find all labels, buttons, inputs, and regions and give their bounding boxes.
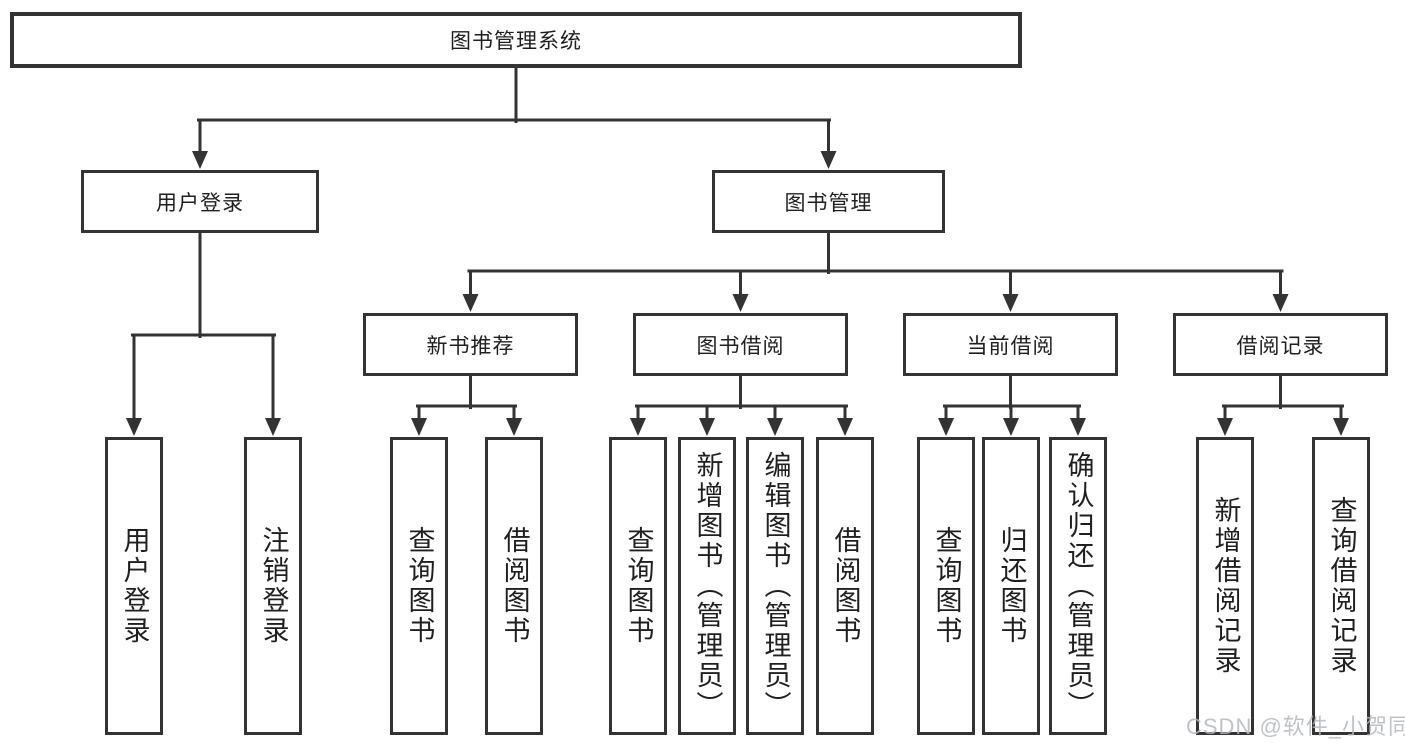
csdn-watermark: CSDN @软件_小贺同学 bbox=[1186, 714, 1405, 739]
leaf-add-book-admin: 新增图书（管理员） bbox=[678, 437, 736, 735]
leaf-query-books-recommend: 查询图书 bbox=[390, 437, 448, 735]
connector-root-to-level2 bbox=[192, 64, 837, 169]
node-book-management: 图书管理 bbox=[712, 170, 945, 233]
node-current-borrow: 当前借阅 bbox=[903, 313, 1118, 376]
connector-book-borrow-to-leaves bbox=[630, 374, 853, 436]
leaf-query-borrow-record: 查询借阅记录 bbox=[1312, 437, 1370, 735]
node-root: 图书管理系统 bbox=[10, 12, 1022, 68]
connector-current-borrow-to-leaves bbox=[938, 374, 1086, 436]
connector-borrow-records-to-leaves bbox=[1217, 374, 1349, 436]
leaf-edit-book-admin: 编辑图书（管理员） bbox=[746, 437, 804, 735]
node-user-login: 用户登录 bbox=[81, 170, 319, 233]
node-new-book-recommend: 新书推荐 bbox=[363, 313, 578, 376]
leaf-user-login: 用户登录 bbox=[105, 437, 163, 735]
leaf-logout: 注销登录 bbox=[244, 437, 302, 735]
leaf-add-borrow-record: 新增借阅记录 bbox=[1196, 437, 1254, 735]
connector-user-login-to-leaves bbox=[126, 231, 281, 436]
leaf-query-books-current: 查询图书 bbox=[917, 437, 975, 735]
leaf-borrow-books: 借阅图书 bbox=[816, 437, 874, 735]
leaf-query-books-borrow: 查询图书 bbox=[609, 437, 667, 735]
connector-new-book-recommend-to-leaves bbox=[411, 374, 522, 436]
leaf-borrow-books-recommend: 借阅图书 bbox=[485, 437, 543, 735]
leaf-return-books: 归还图书 bbox=[982, 437, 1040, 735]
leaf-confirm-return-admin: 确认归还（管理员） bbox=[1049, 437, 1107, 735]
node-book-borrow: 图书借阅 bbox=[633, 313, 848, 376]
node-borrow-records: 借阅记录 bbox=[1173, 313, 1388, 376]
connector-book-management-to-level3 bbox=[462, 231, 1289, 312]
